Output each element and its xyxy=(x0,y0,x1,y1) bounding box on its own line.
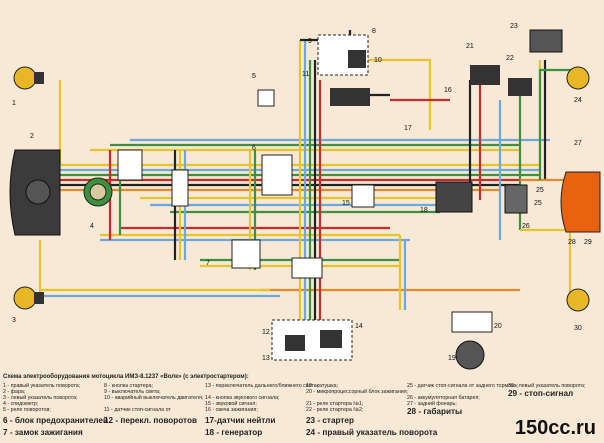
label-21: 21 xyxy=(466,43,474,50)
legend-item: 11 - датчик стоп-сигнала от xyxy=(104,407,171,413)
legend-item: 16 - свеча зажигания; xyxy=(205,407,258,413)
site-watermark: 150cc.ru xyxy=(514,417,596,439)
label-19: 19 xyxy=(448,355,456,362)
label-16: 16 xyxy=(444,87,452,94)
legend-item: 13 - переключатель дальнего/ближнего све… xyxy=(205,383,319,389)
legend-item: 25 - датчик стоп-сигнала от заднего торм… xyxy=(407,383,518,389)
label-13: 13 xyxy=(262,355,270,362)
label-9: 9 xyxy=(308,38,312,45)
legend-item: 4 - спидометр; xyxy=(3,401,39,407)
legend-item: 10 - аварийный выключатель двигателя; xyxy=(104,395,204,401)
legend-item: 26 - аккумуляторная батарея; xyxy=(407,395,480,401)
label-26: 26 xyxy=(522,223,530,230)
legend-item: 2 - фара; xyxy=(3,389,26,395)
legend-item: 19 - катушка; xyxy=(306,383,339,389)
legend-title: Схема электрооборудования мотоцикла ИМЗ-… xyxy=(3,374,249,380)
starter-relay-1 xyxy=(470,65,500,85)
label-27: 27 xyxy=(574,140,582,147)
legend-item: 14 - кнопка звукового сигнала; xyxy=(205,395,280,401)
legend-item: 7 - замок зажигания xyxy=(3,428,83,437)
label-2: 2 xyxy=(30,133,34,140)
fuse-block xyxy=(261,154,293,196)
connector xyxy=(117,149,143,181)
connector xyxy=(171,169,189,207)
wiring-diagram: 1 2 3 4 5 6 7 8 9 10 11 12 13 14 15 16 1… xyxy=(9,23,601,370)
legend-item: 18 - генератор xyxy=(205,428,263,437)
generator xyxy=(435,181,473,213)
label-15: 15 xyxy=(342,200,350,207)
label-22: 22 xyxy=(506,55,514,62)
label-3: 3 xyxy=(12,317,16,324)
legend-item: 9 - выключатель света; xyxy=(104,389,161,395)
legend-item: 23 - стартер xyxy=(306,416,354,425)
legend-item: 17-датчик нейтли xyxy=(205,416,276,425)
front-right-turn-signal xyxy=(13,66,37,90)
starter-relay-2 xyxy=(508,78,532,96)
ignition-unit xyxy=(451,311,493,333)
legend-item: 22 - реле стартера №2; xyxy=(306,407,364,413)
legend-item: 29 - стоп-сигнал xyxy=(508,389,574,398)
ignition-coil xyxy=(455,340,485,370)
label-10: 10 xyxy=(374,57,382,64)
taillight xyxy=(560,171,601,233)
components xyxy=(9,29,601,370)
ignition-switch xyxy=(231,239,261,269)
front-left-turn-signal xyxy=(13,286,37,310)
starter-motor xyxy=(529,29,563,53)
turn-relay xyxy=(257,89,275,107)
label-8: 8 xyxy=(372,28,376,35)
legend-item: 21 - реле стартера №1; xyxy=(306,401,364,407)
rear-left-turn-signal xyxy=(566,288,590,312)
legend: Схема электрооборудования мотоцикла ИМЗ-… xyxy=(0,370,604,443)
label-14: 14 xyxy=(355,323,363,330)
legend-item: 30 - левый указатель поворота; xyxy=(508,383,586,389)
label-28: 28 xyxy=(568,239,576,246)
label-25: 25 xyxy=(534,200,542,207)
legend-item: 27 - задний фонарь; xyxy=(407,401,457,407)
legend-item: 24 - правый указатель поворота xyxy=(306,428,438,437)
connector xyxy=(291,257,323,279)
label-7: 7 xyxy=(206,260,210,267)
legend-item: 12 - перекл. поворотов xyxy=(104,416,197,425)
legend-item: 20 - микропроцессорный блок зажигания; xyxy=(306,389,409,395)
label-18: 18 xyxy=(420,207,428,214)
legend-item: 6 - блок предохранителей xyxy=(3,416,108,425)
label-23: 23 xyxy=(510,23,518,30)
label-5: 5 xyxy=(252,73,256,80)
legend-item: 8 - кнопка стартера; xyxy=(104,383,154,389)
label-6: 6 xyxy=(252,145,256,152)
label-30: 30 xyxy=(574,325,582,332)
label-12: 12 xyxy=(262,329,270,336)
component-numbers: 1 2 3 4 5 6 7 8 9 10 11 12 13 14 15 16 1… xyxy=(12,23,592,362)
label-1: 1 xyxy=(12,100,16,107)
label-4: 4 xyxy=(90,223,94,230)
legend-item: 15 - звуковой сигнал; xyxy=(205,401,257,407)
label-20: 20 xyxy=(494,323,502,330)
rear-right-turn-signal xyxy=(566,66,590,90)
legend-item: 1 - правый указатель поворота; xyxy=(3,383,81,389)
label-17: 17 xyxy=(404,125,412,132)
label-11: 11 xyxy=(302,71,309,78)
legend-item: 5 - реле поворотов; xyxy=(3,407,51,413)
label-24: 24 xyxy=(574,97,582,104)
battery xyxy=(504,184,528,214)
legend-item: 28 - габариты xyxy=(407,407,462,416)
label-29: 29 xyxy=(584,239,592,246)
legend-item: 3 - левый указатель поворота; xyxy=(3,395,78,401)
horn xyxy=(351,184,375,208)
relay-block xyxy=(330,88,370,106)
label-25b: 25 xyxy=(536,187,544,194)
